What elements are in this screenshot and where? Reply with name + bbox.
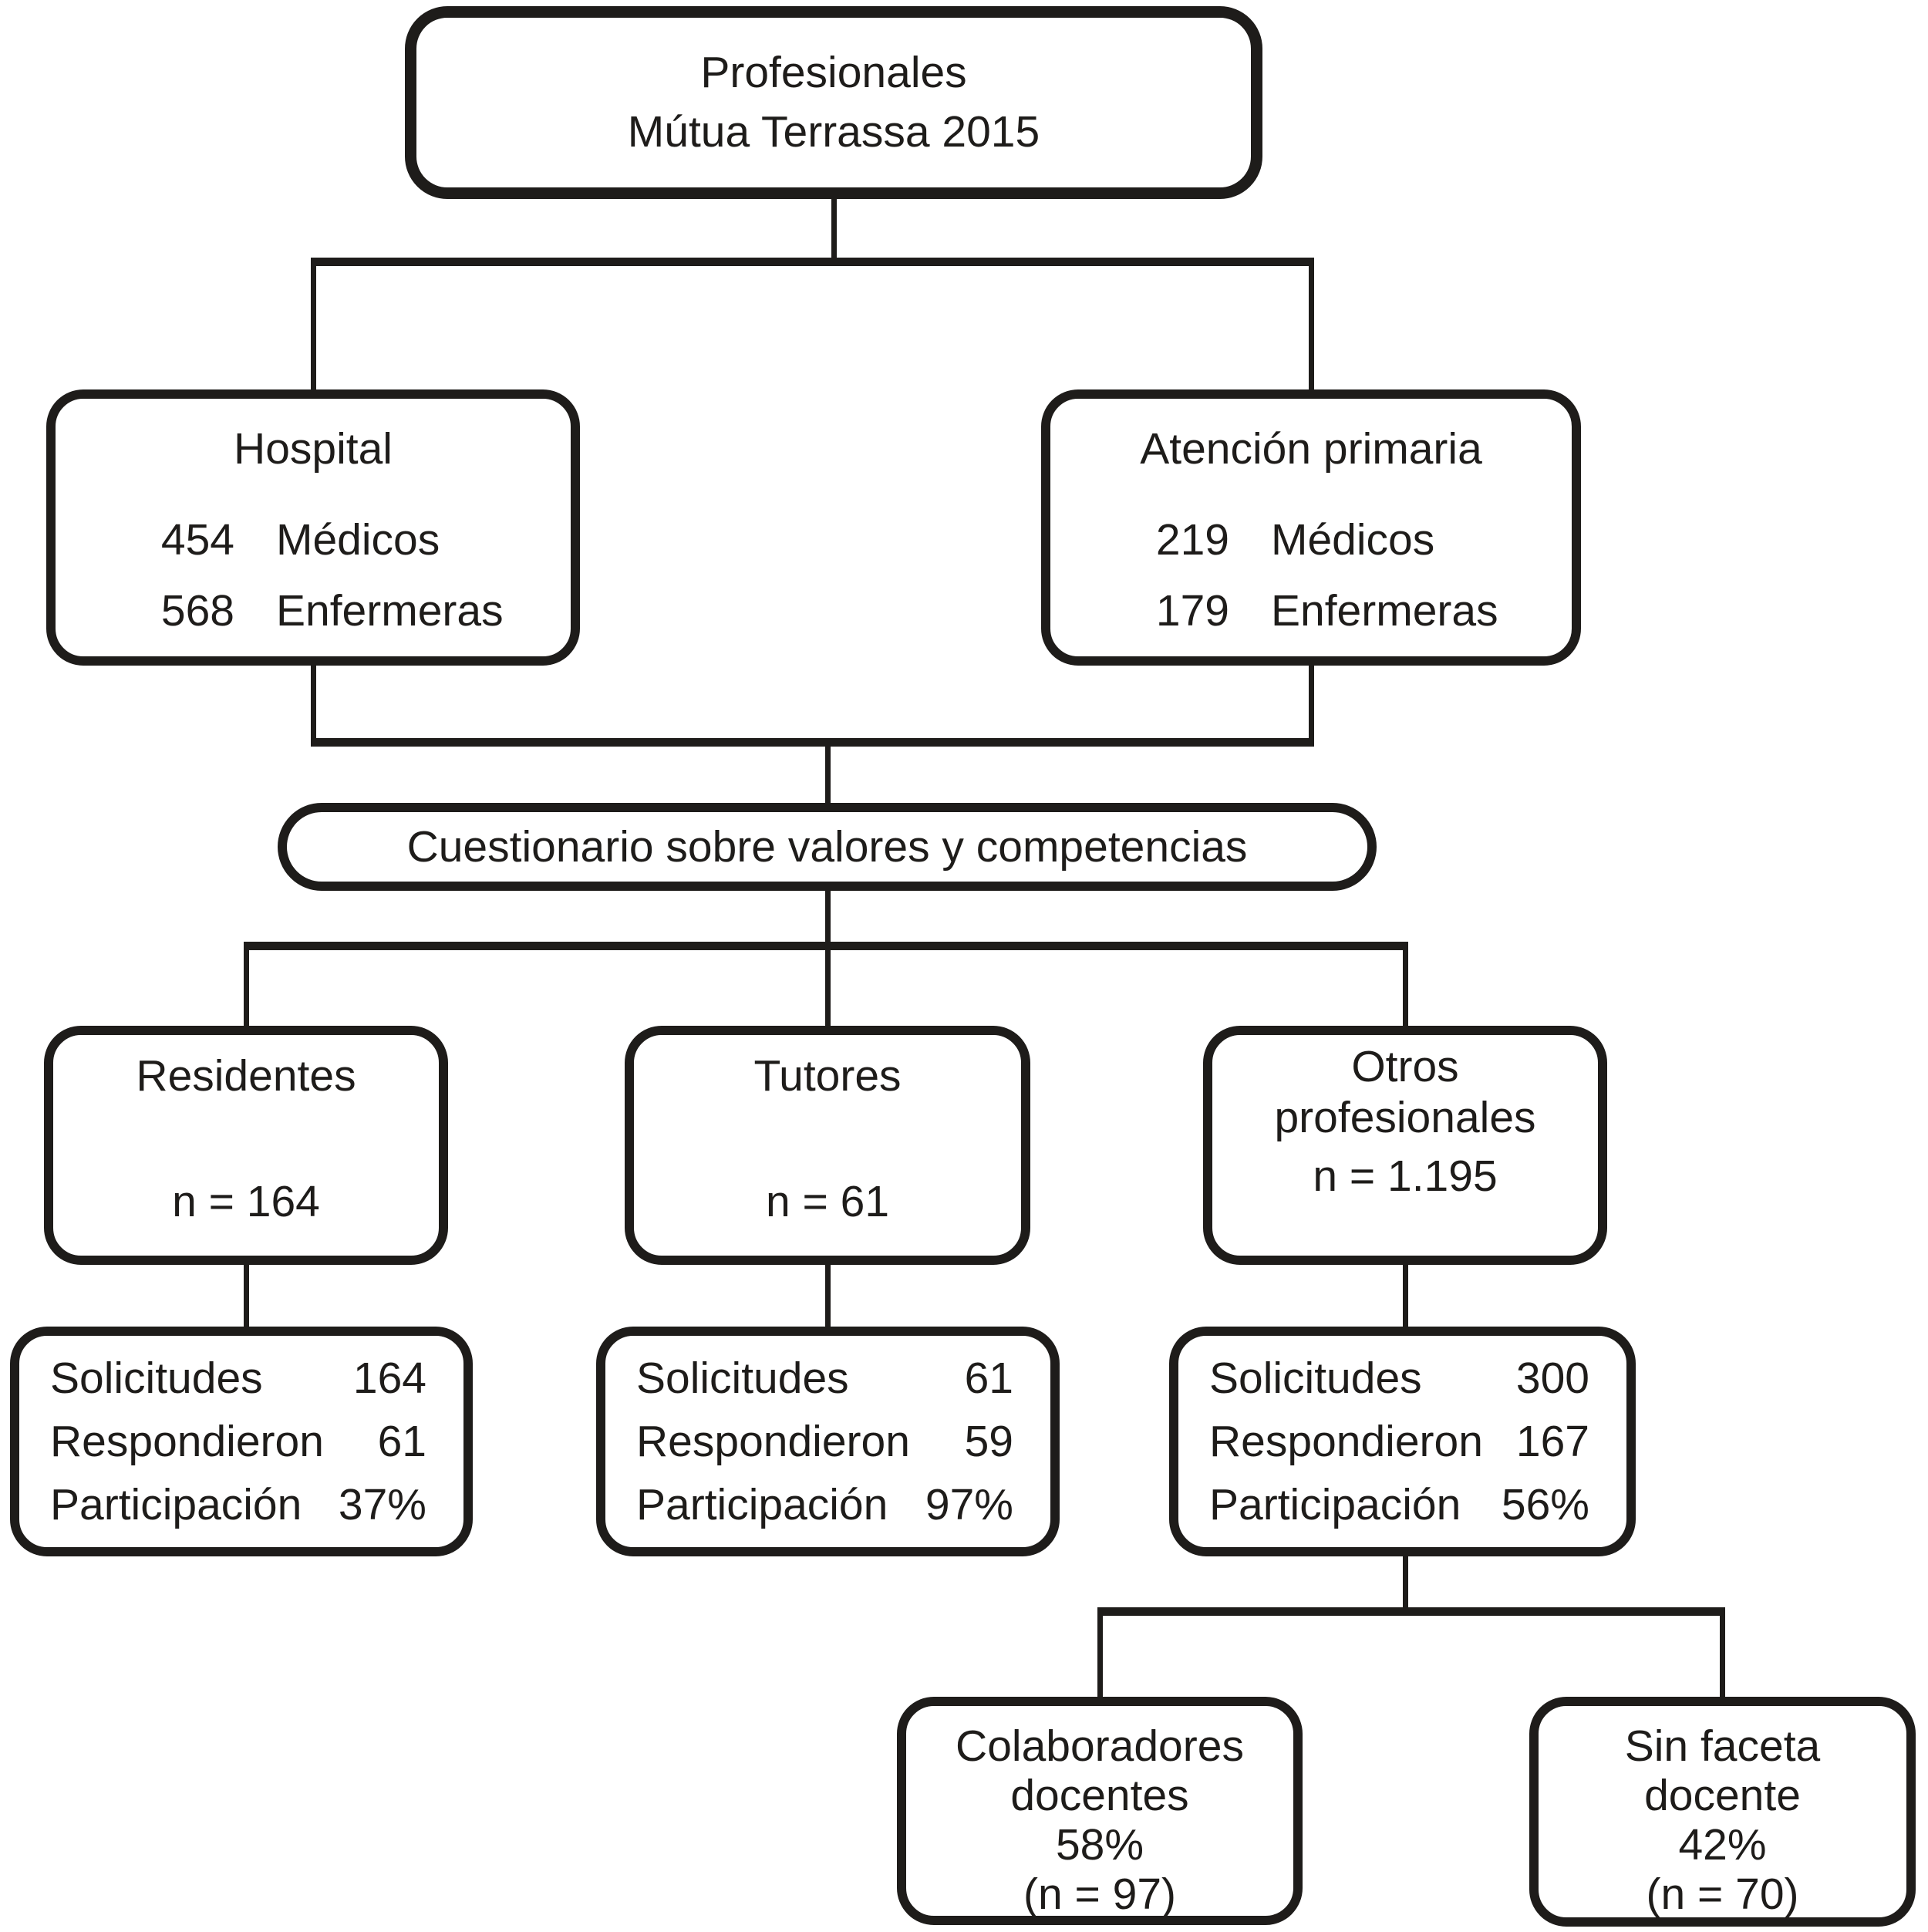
tutors-stats-box: Solicitudes 61 Respondieron 59 Participa… xyxy=(596,1327,1060,1556)
collaborators-box: Colaboradores docentes 58% (n = 97) xyxy=(897,1697,1303,1925)
stats-value: 97% xyxy=(925,1480,1013,1529)
tutors-n: n = 61 xyxy=(765,1177,890,1226)
hospital-row-enfermeras: 568 Enfermeras xyxy=(56,584,571,638)
residents-stats-participacion: Participación 37% xyxy=(19,1478,463,1532)
tutors-stats-solicitudes: Solicitudes 61 xyxy=(605,1351,1050,1405)
primary-care-enfermeras-label: Enfermeras xyxy=(1271,586,1498,636)
root-box: Profesionales Mútua Terrassa 2015 xyxy=(405,6,1262,199)
stats-label: Solicitudes xyxy=(50,1354,263,1403)
hospital-row-medicos: 454 Médicos xyxy=(56,513,571,567)
hospital-medicos-count: 454 xyxy=(160,515,234,565)
primary-care-medicos-label: Médicos xyxy=(1271,515,1435,565)
non-teaching-n: (n = 70) xyxy=(1646,1870,1799,1919)
primary-care-title: Atención primaria xyxy=(1140,424,1482,474)
non-teaching-line2: docente xyxy=(1644,1771,1801,1820)
primary-care-row-medicos: 219 Médicos xyxy=(1050,513,1572,567)
primary-care-medicos-count: 219 xyxy=(1155,515,1229,565)
connector-pill-bottom xyxy=(825,887,831,950)
others-stats-respondieron: Respondieron 167 xyxy=(1178,1414,1626,1468)
stats-value: 61 xyxy=(964,1354,1013,1403)
non-teaching-box: Sin faceta docente 42% (n = 70) xyxy=(1529,1697,1916,1927)
stats-label: Respondieron xyxy=(50,1417,324,1466)
collaborators-line1: Colaboradores xyxy=(956,1721,1244,1771)
residents-stats-solicitudes: Solicitudes 164 xyxy=(19,1351,463,1405)
stats-label: Respondieron xyxy=(1209,1417,1483,1466)
others-stats-participacion: Participación 56% xyxy=(1178,1478,1626,1532)
connector-tutors-stats xyxy=(825,1260,831,1331)
stats-value: 37% xyxy=(338,1480,426,1529)
connector-primary-bottom xyxy=(1309,662,1314,747)
stats-value: 59 xyxy=(964,1417,1013,1466)
connector-level1-horizontal xyxy=(311,258,1314,266)
stats-label: Solicitudes xyxy=(1209,1354,1422,1403)
non-teaching-line1: Sin faceta xyxy=(1624,1721,1821,1771)
stats-value: 164 xyxy=(352,1354,426,1403)
connector-pill-top xyxy=(825,738,831,808)
connector-residents-stats xyxy=(244,1260,249,1331)
questionnaire-label: Cuestionario sobre valores y competencia… xyxy=(406,821,1248,872)
stats-label: Solicitudes xyxy=(636,1354,849,1403)
residents-n: n = 164 xyxy=(172,1177,320,1226)
connector-others-top xyxy=(1403,942,1408,1030)
hospital-enfermeras-count: 568 xyxy=(160,586,234,636)
connector-others-stats xyxy=(1403,1260,1408,1331)
collaborators-line2: docentes xyxy=(1010,1771,1189,1820)
primary-care-enfermeras-count: 179 xyxy=(1155,586,1229,636)
connector-primary-top xyxy=(1309,258,1314,395)
stats-label: Participación xyxy=(50,1480,302,1529)
tutors-stats-respondieron: Respondieron 59 xyxy=(605,1414,1050,1468)
primary-care-box: Atención primaria 219 Médicos 179 Enferm… xyxy=(1041,389,1581,666)
stats-value: 167 xyxy=(1515,1417,1589,1466)
stats-label: Participación xyxy=(636,1480,888,1529)
connector-tutors-top xyxy=(825,942,831,1030)
stats-value: 300 xyxy=(1515,1354,1589,1403)
hospital-box: Hospital 454 Médicos 568 Enfermeras xyxy=(46,389,580,666)
stats-value: 61 xyxy=(377,1417,426,1466)
others-stats-box: Solicitudes 300 Respondieron 167 Partici… xyxy=(1169,1327,1636,1556)
others-n: n = 1.195 xyxy=(1313,1151,1498,1201)
collaborators-percent: 58% xyxy=(1055,1820,1144,1870)
others-box: Otros profesionales n = 1.195 xyxy=(1203,1026,1607,1265)
connector-root-vertical xyxy=(831,193,837,266)
residents-stats-box: Solicitudes 164 Respondieron 61 Particip… xyxy=(10,1327,473,1556)
stats-value: 56% xyxy=(1501,1480,1589,1529)
residents-title: Residentes xyxy=(136,1051,356,1101)
connector-hospital-bottom xyxy=(311,662,316,747)
hospital-enfermeras-label: Enfermeras xyxy=(276,586,504,636)
residents-stats-respondieron: Respondieron 61 xyxy=(19,1414,463,1468)
root-box-line1: Profesionales xyxy=(700,48,967,97)
connector-hospital-top xyxy=(311,258,316,395)
tutors-box: Tutores n = 61 xyxy=(625,1026,1030,1265)
residents-box: Residentes n = 164 xyxy=(44,1026,448,1265)
others-line1: Otros xyxy=(1351,1042,1459,1091)
others-line2: profesionales xyxy=(1274,1093,1536,1142)
connector-others-bottom xyxy=(1403,1552,1408,1616)
primary-care-row-enfermeras: 179 Enfermeras xyxy=(1050,584,1572,638)
hospital-medicos-label: Médicos xyxy=(276,515,440,565)
connector-merge-horizontal xyxy=(311,738,1314,747)
stats-label: Respondieron xyxy=(636,1417,910,1466)
hospital-title: Hospital xyxy=(234,424,393,474)
connector-level4-horizontal xyxy=(1097,1607,1725,1616)
connector-residents-top xyxy=(244,942,249,1030)
stats-label: Participación xyxy=(1209,1480,1461,1529)
root-box-line2: Mútua Terrassa 2015 xyxy=(627,107,1040,157)
connector-collaborators-top xyxy=(1097,1607,1103,1701)
questionnaire-pill: Cuestionario sobre valores y competencia… xyxy=(278,803,1377,891)
non-teaching-percent: 42% xyxy=(1678,1820,1767,1870)
tutors-title: Tutores xyxy=(753,1051,902,1101)
collaborators-n: (n = 97) xyxy=(1023,1870,1177,1919)
others-stats-solicitudes: Solicitudes 300 xyxy=(1178,1351,1626,1405)
tutors-stats-participacion: Participación 97% xyxy=(605,1478,1050,1532)
connector-nonteaching-top xyxy=(1720,1607,1725,1701)
